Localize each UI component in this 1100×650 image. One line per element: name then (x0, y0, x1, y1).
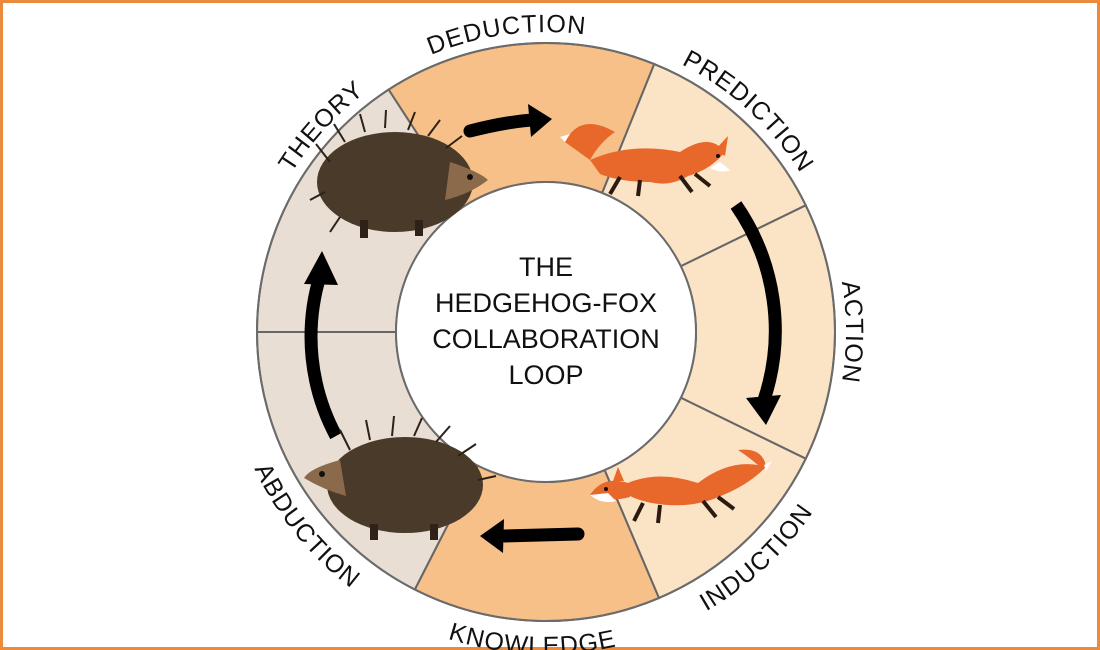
label-knowledge: KNOWLEDGE (446, 618, 618, 650)
arrow-icon (463, 104, 552, 138)
arrow-icon (304, 251, 342, 440)
hedgehog-icon (309, 109, 488, 238)
hedgehog-icon (304, 415, 497, 540)
loop-arrows (304, 104, 782, 553)
arrow-icon (480, 519, 585, 553)
center-title-line-3: COLLABORATION (432, 324, 660, 354)
center-title-line-4: LOOP (508, 360, 583, 390)
center-title-line-1: THE (519, 252, 573, 282)
fox-icon (560, 124, 730, 197)
fox-icon (590, 449, 772, 524)
center-circle (395, 181, 697, 483)
center-title-line-2: HEDGEHOG-FOX (435, 288, 657, 318)
arrow-icon (730, 201, 782, 425)
ring-outer-outline (256, 42, 836, 622)
center-title: THE HEDGEHOG-FOX COLLABORATION LOOP (432, 252, 660, 390)
label-action: ACTION (836, 279, 868, 385)
